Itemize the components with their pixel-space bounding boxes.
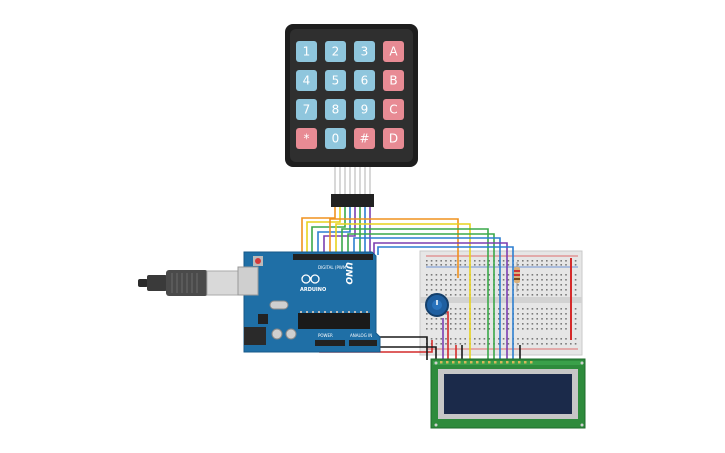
digital-header-label: DIGITAL (PWM ~) [318, 265, 353, 270]
keypad-key-5: 5 [325, 70, 346, 91]
keypad-key-B: B [383, 70, 404, 91]
keypad-key-label: C [389, 103, 397, 117]
keypad-ribbon-cable [334, 167, 371, 196]
arduino-logo-icon [301, 274, 320, 284]
keypad-key-label: * [304, 132, 310, 146]
keypad-key-label: 8 [332, 103, 340, 117]
arduino-model: UNO [343, 262, 353, 285]
keypad: 1 2 3 A 4 5 6 B 7 8 9 C * 0 # D [285, 24, 418, 207]
lcd-header-pins [440, 361, 533, 364]
keypad-key-label: 9 [361, 103, 369, 117]
keypad-key-1: 1 [296, 41, 317, 62]
keypad-key-0: 0 [325, 128, 346, 149]
keypad-key-label: B [389, 74, 397, 88]
keypad-key-label: 7 [303, 103, 311, 117]
keypad-key-6: 6 [354, 70, 375, 91]
keypad-key-8: 8 [325, 99, 346, 120]
keypad-key-label: A [389, 45, 398, 59]
analog-header-label: ANALOG IN [350, 333, 372, 338]
keypad-key-7: 7 [296, 99, 317, 120]
keypad-key-label: 4 [303, 74, 311, 88]
keypad-key-C: C [383, 99, 404, 120]
potentiometer [425, 293, 449, 317]
usb-cable [138, 270, 250, 296]
resistor [514, 262, 520, 292]
lcd-display [430, 358, 586, 429]
keypad-key-A: A [383, 41, 404, 62]
keypad-key-label: 1 [303, 45, 311, 59]
keypad-key-*: * [296, 128, 317, 149]
keypad-key-#: # [354, 128, 375, 149]
keypad-key-2: 2 [325, 41, 346, 62]
keypad-key-9: 9 [354, 99, 375, 120]
keypad-key-label: 3 [361, 45, 369, 59]
keypad-key-4: 4 [296, 70, 317, 91]
keypad-key-label: # [359, 132, 369, 146]
power-header-label: POWER [318, 333, 333, 338]
keypad-key-label: 2 [332, 45, 340, 59]
keypad-key-label: D [389, 132, 398, 146]
arduino-uno-board: DIGITAL (PWM ~) ARDUINO UNO POWER ANALOG… [237, 251, 381, 353]
keypad-key-label: 0 [332, 132, 340, 146]
keypad-key-D: D [383, 128, 404, 149]
keypad-key-label: 6 [361, 74, 369, 88]
arduino-brand: ARDUINO [300, 287, 326, 293]
keypad-key-label: 5 [332, 74, 340, 88]
keypad-connector [331, 194, 374, 207]
keypad-key-3: 3 [354, 41, 375, 62]
